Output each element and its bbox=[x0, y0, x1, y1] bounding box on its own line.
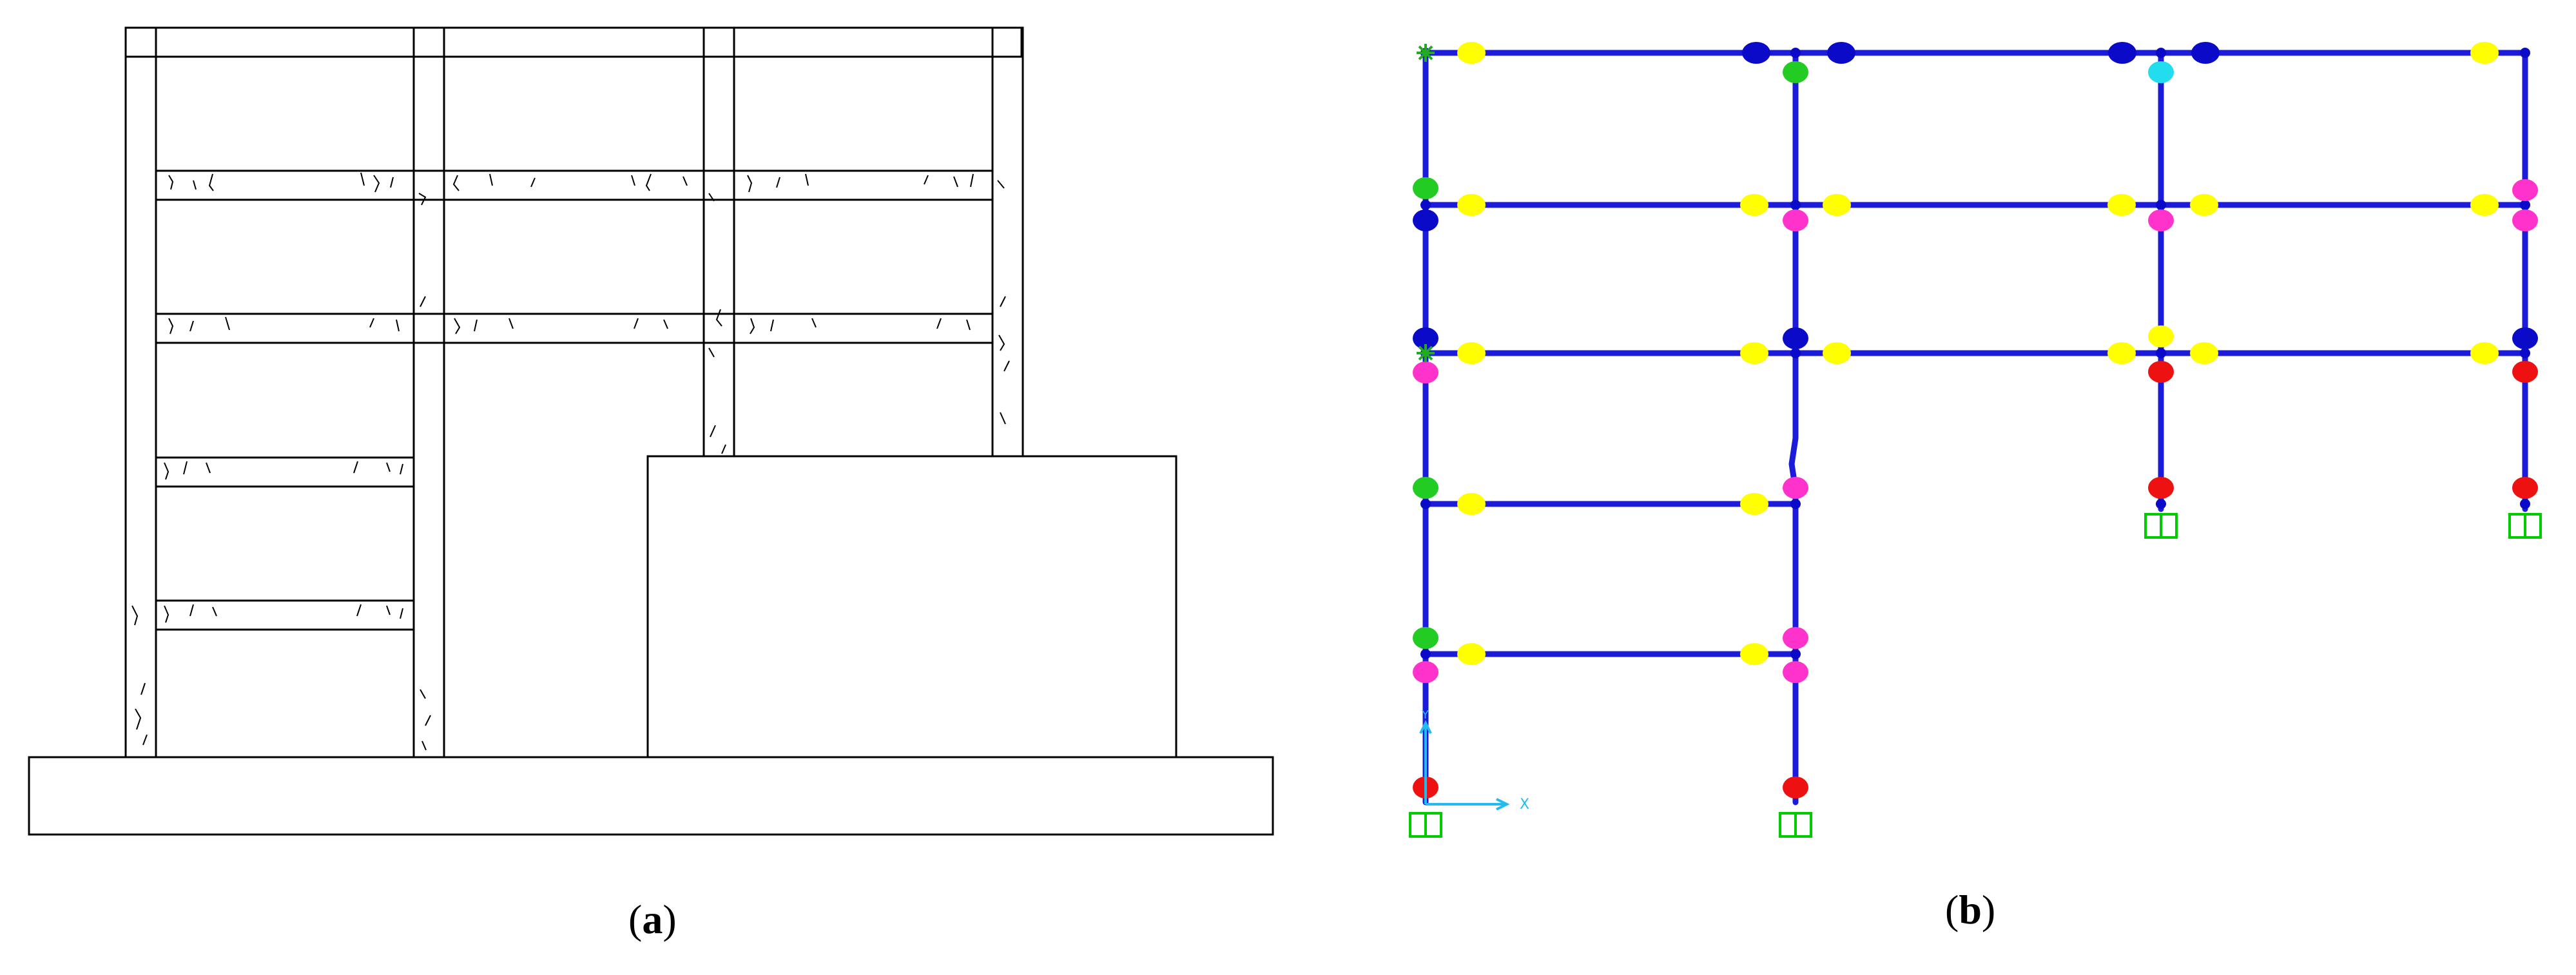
panel-label-b-close: ) bbox=[1981, 887, 1996, 932]
hinges-green bbox=[1413, 61, 1808, 649]
axis-x-label: X bbox=[1520, 796, 1529, 813]
col-b2 bbox=[1788, 50, 1799, 806]
panel-label-b-open: ( bbox=[1945, 887, 1959, 932]
beam-level-5 bbox=[155, 599, 415, 631]
hinges-yellow bbox=[1457, 42, 2499, 665]
hinges-magenta bbox=[1413, 179, 2538, 683]
node-star-markers bbox=[1417, 44, 1435, 362]
panel-label-b: (b) bbox=[1945, 889, 1995, 931]
crack-pattern bbox=[131, 172, 1010, 751]
supports bbox=[1409, 513, 2542, 838]
column-1 bbox=[124, 26, 157, 758]
column-4 bbox=[991, 26, 1024, 458]
panel-label-a-letter: a bbox=[642, 896, 663, 942]
hinges-cyan bbox=[2148, 61, 2174, 83]
beam-level-4 bbox=[155, 456, 415, 488]
column-3 bbox=[702, 26, 735, 458]
axis-triad bbox=[1419, 720, 1510, 811]
axis-y-label: Y bbox=[1421, 708, 1429, 722]
panel-label-a-close: ) bbox=[663, 896, 677, 942]
hinges-navy bbox=[1413, 42, 2538, 349]
raised-block bbox=[646, 455, 1177, 757]
panel-label-b-letter: b bbox=[1959, 887, 1982, 932]
foundation-slab bbox=[28, 756, 1274, 836]
beam-level-2 bbox=[155, 169, 994, 201]
hinges-red bbox=[1413, 361, 2538, 798]
column-2 bbox=[412, 26, 445, 758]
panel-label-a: (a) bbox=[628, 899, 677, 940]
panel-label-a-open: ( bbox=[628, 896, 643, 942]
beam-level-3 bbox=[155, 313, 994, 344]
